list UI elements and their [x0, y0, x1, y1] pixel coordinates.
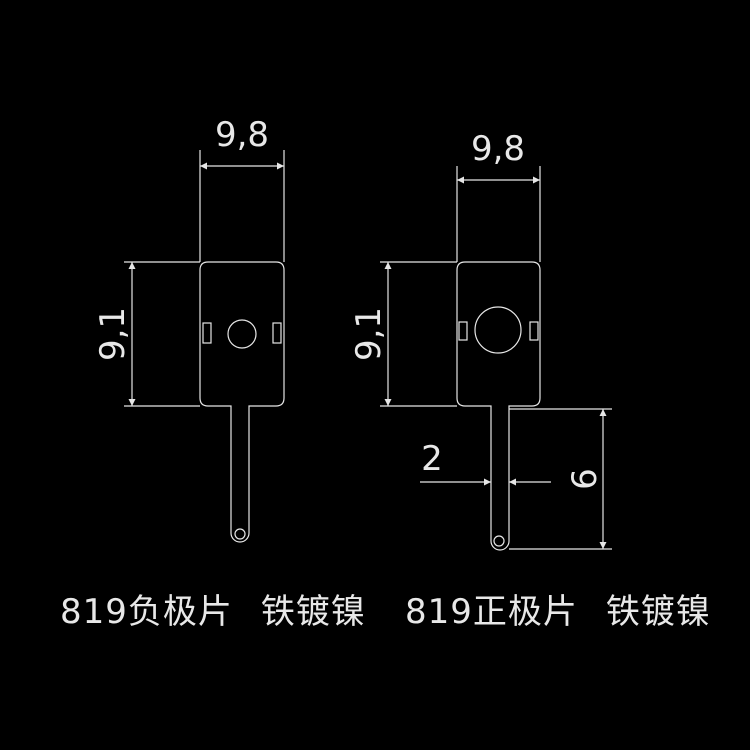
positive-part-name: 正极片: [472, 592, 578, 632]
positive-plate-center-hole: [474, 306, 522, 354]
positive-plate-drawing: [456, 261, 541, 551]
negative-model-number: 819: [60, 592, 128, 632]
positive-model-number: 819: [405, 592, 473, 632]
positive-tab-length-label: 6: [565, 468, 605, 490]
negative-plate-drawing: [199, 261, 285, 543]
negative-width-label: 9,8: [215, 115, 269, 155]
positive-plate-right-slot: [529, 321, 539, 341]
positive-plate-left-slot: [458, 321, 468, 341]
positive-material: 铁镀镍: [605, 592, 711, 632]
positive-height-label: 9,1: [349, 307, 389, 361]
negative-part-name: 负极片: [127, 592, 233, 632]
negative-plate-left-slot: [202, 322, 212, 344]
negative-plate-center-hole: [227, 319, 257, 349]
positive-height-dimension: [380, 261, 457, 407]
negative-plate-right-slot: [272, 322, 282, 344]
positive-width-label: 9,8: [471, 129, 525, 169]
positive-tab-width-label: 2: [421, 439, 443, 479]
negative-plate-tab-hole: [234, 528, 246, 540]
positive-width-dimension: [456, 166, 541, 262]
negative-material: 铁镀镍: [260, 592, 366, 632]
positive-plate-caption: 819正极片铁镀镍: [405, 584, 711, 633]
positive-plate-tab-hole: [493, 535, 505, 547]
positive-plate-outline: [456, 261, 541, 551]
negative-width-dimension: [199, 150, 285, 262]
negative-plate-outline: [199, 261, 285, 543]
negative-plate-caption: 819负极片铁镀镍: [60, 584, 366, 633]
negative-height-dimension: [124, 261, 200, 407]
positive-tab-length-dimension: [509, 408, 612, 550]
negative-height-label: 9,1: [93, 307, 133, 361]
